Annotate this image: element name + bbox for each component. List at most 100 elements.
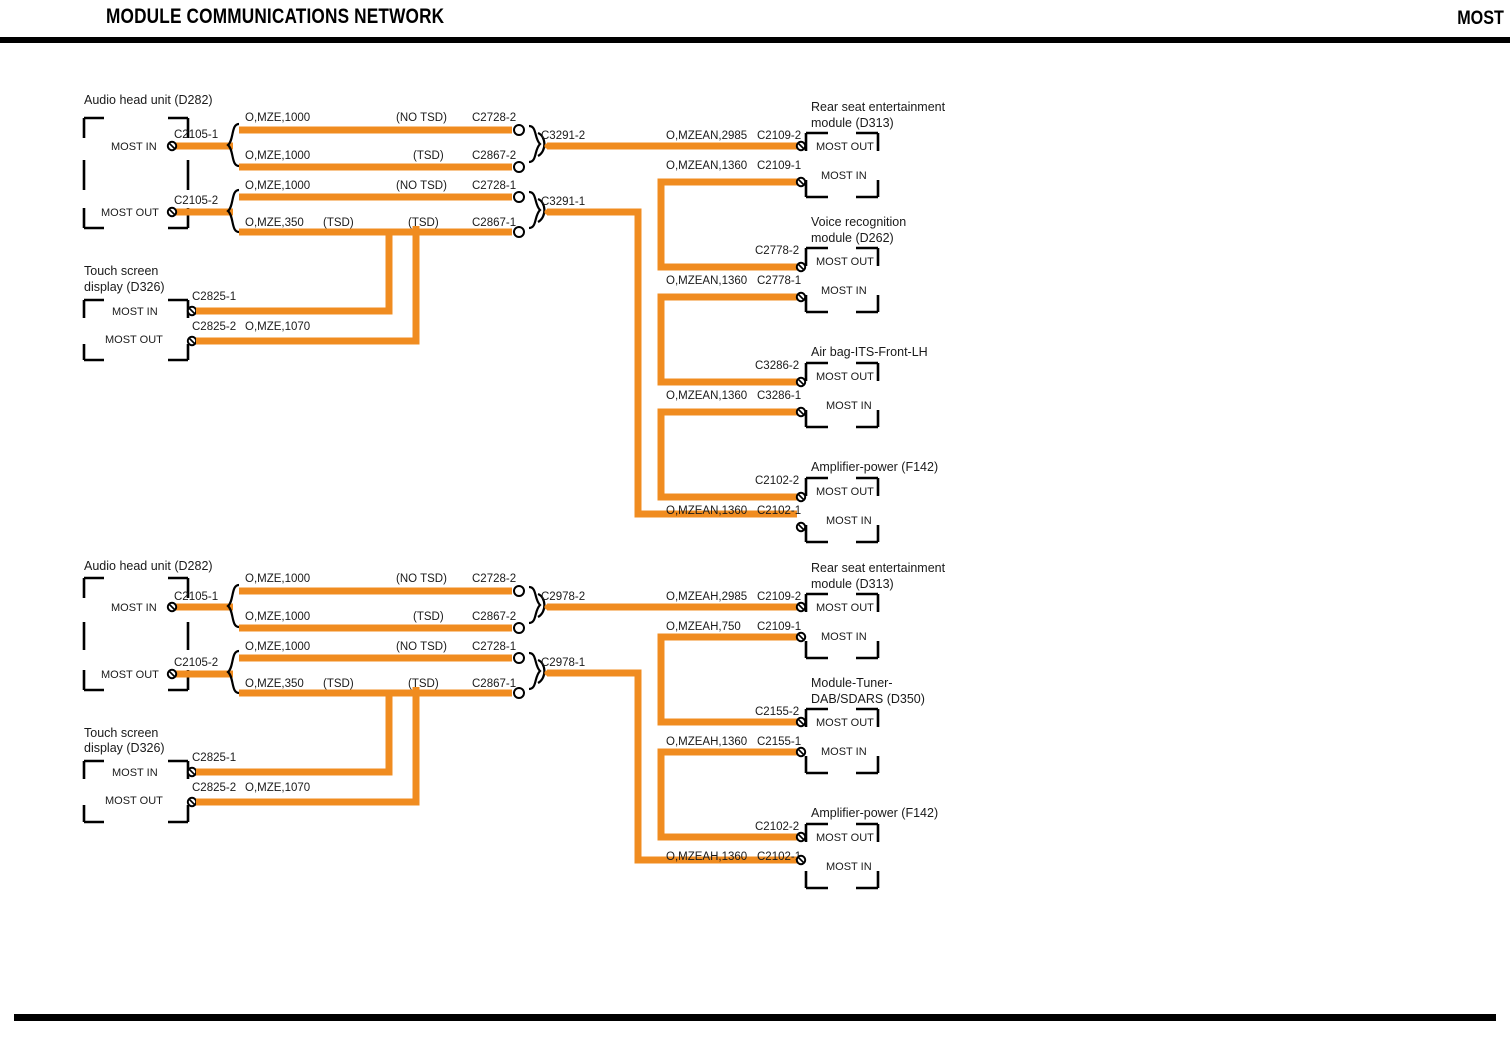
terminal-icon [795,140,807,152]
wire-connector: C2867-1 [472,217,516,229]
port-label-most-in: MOST IN [826,515,872,527]
port-label-most-out: MOST OUT [105,795,163,807]
port-label-most-out: MOST OUT [816,717,874,729]
wire-c3286-1-to-c2102-2 [657,408,797,501]
wire-connector: C2728-1 [472,180,516,192]
wire-spec: O,MZE,350 [245,678,304,690]
module-title-line1: Rear seat entertainment [811,561,946,575]
wire-c2825-2-route [196,687,420,806]
module-rear-seat-entertainment-top[interactable]: Rear seat entertainment module (D313) O,… [666,100,946,199]
splice-chevron-lower [537,658,546,684]
port-label-most-in: MOST IN [112,767,158,779]
wire-connector: C2867-1 [472,678,516,690]
wire-c2102-1-return [547,669,797,864]
module-title-line2: DAB/SDARS (D350) [811,692,925,706]
wire-c2102-1-return [547,208,797,518]
port-label-most-out: MOST OUT [105,334,163,346]
wire-connector: C2728-2 [472,112,516,124]
module-voice-recognition-top[interactable]: Voice recognition module (D262) C2778-2 … [666,215,906,314]
wire-connector: C2867-2 [472,611,516,623]
terminal-icon [513,687,525,699]
terminal-icon [513,161,525,173]
junction-label: C3291-2 [541,130,585,142]
port-label-most-in: MOST IN [826,861,872,873]
wire-spec: O,MZE,1000 [245,573,310,585]
junction-label: C2978-2 [541,591,585,603]
wire-spec: O,MZEAN,1360 [666,275,747,287]
module-title-line1: Module-Tuner- [811,676,893,690]
connector-label-c2825-2: C2825-2 [192,782,236,794]
terminal-icon [795,716,807,728]
port-label-most-out: MOST OUT [101,207,159,219]
terminal-icon [795,631,807,643]
wire-connector: C2778-2 [755,245,799,257]
wire-spec: O,MZEAH,1360 [666,736,747,748]
connector-label-c2105-2: C2105-2 [174,657,218,669]
wire-spec: O,MZE,1000 [245,180,310,192]
module-touch-screen-display-top[interactable]: Touch screen display (D326) MOST IN MOST… [82,226,420,362]
splice-brace-right-upper [528,585,542,625]
terminal-icon [795,831,807,843]
terminal-icon [795,601,807,613]
trunk-wires-bottom: O,MZE,1000 (NO TSD) C2728-2 O,MZE,1000 (… [226,573,525,699]
junction-label: C3291-1 [541,196,585,208]
wire-connector: C2109-2 [757,591,801,603]
wire-tsd-note: (TSD) [413,611,444,623]
port-label-most-out: MOST OUT [816,371,874,383]
module-amplifier-power-bottom[interactable]: Amplifier-power (F142) C2102-2 MOST OUT … [666,806,938,890]
splice-chevron-upper [537,592,546,618]
module-audio-head-unit-top[interactable]: Audio head unit (D282) MOST IN MOST OUT … [82,93,233,230]
module-rear-seat-entertainment-bottom[interactable]: Rear seat entertainment module (D313) O,… [666,561,946,660]
splice-chevron-lower [537,197,546,223]
port-label-most-in: MOST IN [821,631,867,643]
module-title: Audio head unit (D282) [84,93,213,107]
junction-c2978-2[interactable]: C2978-2 [528,585,585,625]
terminal-icon [186,796,198,808]
port-label-most-in: MOST IN [111,141,157,153]
wire-c2109-1-to-c2155-2 [657,633,797,726]
port-label-most-out: MOST OUT [816,141,874,153]
wire-spec: O,MZEAN,1360 [666,390,747,402]
terminal-icon [513,124,525,136]
wire-c2825-2-route [196,226,420,345]
module-touch-screen-display-bottom[interactable]: Touch screen display (D326) MOST IN MOST… [82,687,420,824]
wire-spec-c2825-2: O,MZE,1070 [245,321,310,333]
terminal-icon [795,291,807,303]
module-amplifier-power-top[interactable]: Amplifier-power (F142) C2102-2 MOST OUT … [666,460,938,544]
terminal-icon [166,668,178,680]
wire-connector: C2102-1 [757,851,801,863]
port-label-most-out: MOST OUT [816,256,874,268]
module-title-line1: Amplifier-power (F142) [811,806,938,820]
wire-tsd-note-2: (TSD) [408,678,439,690]
terminal-icon [166,206,178,218]
terminal-icon [186,766,198,778]
terminal-icon [513,652,525,664]
wire-tsd-note-2: (TSD) [408,217,439,229]
terminal-icon [795,491,807,503]
splice-brace-left-upper [226,583,240,629]
module-air-bag-its-front-lh-top[interactable]: Air bag-ITS-Front-LH C3286-2 MOST OUT O,… [666,345,928,429]
trunk-wires-top: O,MZE,1000 (NO TSD) C2728-2 O,MZE,1000 (… [226,112,525,238]
wire-c2825-1-route [196,232,393,315]
wire-tsd-note: (NO TSD) [396,641,447,653]
port-label-most-in: MOST IN [112,306,158,318]
connector-label-c2825-1: C2825-1 [192,291,236,303]
module-title-line1: Touch screen [84,726,158,740]
port-label-most-out: MOST OUT [816,486,874,498]
wire-connector: C3286-2 [755,360,799,372]
wire-spec: O,MZEAH,1360 [666,851,747,863]
port-label-most-in: MOST IN [111,602,157,614]
junction-c3291-1[interactable]: C3291-1 [528,190,585,230]
wire-connector: C2728-1 [472,641,516,653]
wire-c2825-1-route [196,693,393,776]
terminal-icon [513,585,525,597]
wire-c2778-1-to-c3286-2 [657,293,797,386]
module-title: Audio head unit (D282) [84,559,213,573]
connector-label-c2105-2: C2105-2 [174,195,218,207]
module-audio-head-unit-bottom[interactable]: Audio head unit (D282) MOST IN MOST OUT … [82,559,233,692]
module-tuner-dab-sdars-bottom[interactable]: Module-Tuner- DAB/SDARS (D350) C2155-2 M… [666,676,925,775]
splice-brace-left-upper [226,122,240,168]
connector-label-c2105-1: C2105-1 [174,129,218,141]
